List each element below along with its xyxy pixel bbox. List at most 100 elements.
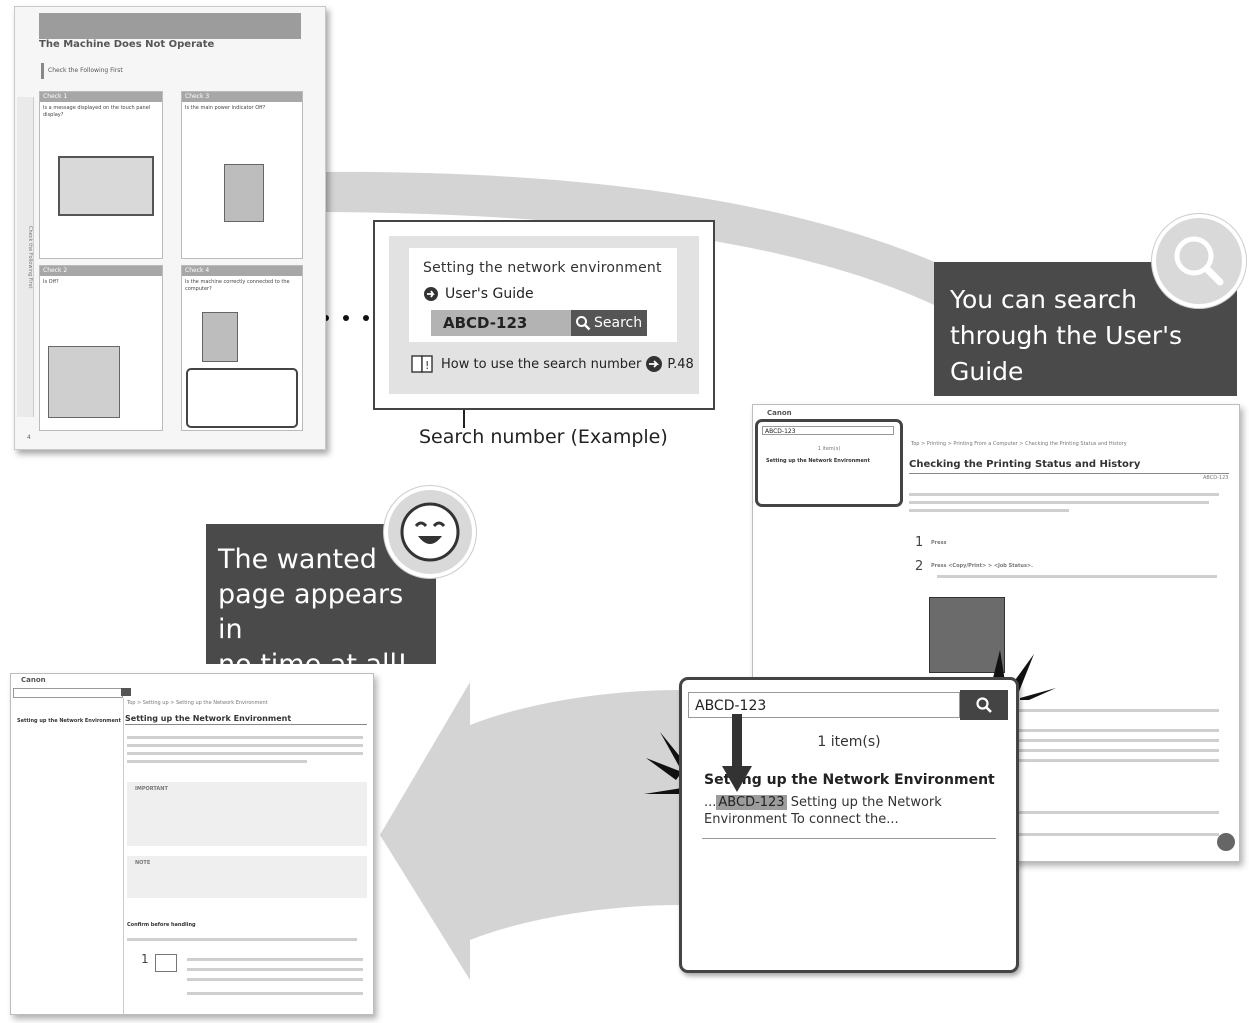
text-line: [127, 938, 357, 941]
guide-label: User's Guide: [445, 286, 534, 302]
search-panel-zoom: ABCD-123 1 item(s) Setting up the Networ…: [679, 677, 1019, 973]
important-box: IMPORTANT: [127, 782, 367, 846]
breadcrumb: Top > Printing > Printing From a Compute…: [911, 441, 1127, 447]
smiley-badge: [384, 486, 476, 578]
sidebar: Setting up the Network Environment: [11, 698, 124, 1014]
refer-arrow-icon: [646, 356, 663, 372]
search-input[interactable]: [13, 688, 123, 698]
smiley-face-icon: [400, 502, 460, 562]
text-line: [909, 509, 1069, 512]
manual-side-tab: Check the Following First: [17, 97, 34, 417]
text-line: [187, 978, 363, 981]
computer-illustration: [155, 954, 177, 972]
step-number: 1: [915, 535, 924, 550]
search-number-field[interactable]: ABCD-123 Search: [431, 310, 647, 336]
check-card-2: Check 2 Is Off?: [39, 265, 163, 431]
printer-illustration: [224, 164, 264, 222]
search-input[interactable]: ABCD-123: [688, 692, 960, 718]
search-result-highlight: ABCD-123 1 item(s) Setting up the Networ…: [755, 419, 903, 507]
search-input[interactable]: ABCD-123: [762, 426, 894, 435]
brand-logo: Canon: [21, 676, 46, 684]
text-line: [1019, 759, 1219, 762]
step-number: 2: [915, 559, 924, 574]
callout-background: Setting the network environment User's G…: [389, 236, 699, 394]
check-question: Is a message displayed on the touch pane…: [43, 105, 151, 118]
page-code: ABCD-123: [1203, 475, 1229, 481]
flow-arc-top: [326, 171, 1010, 318]
howto-text: How to use the search number: [441, 356, 642, 372]
step-number: 1: [141, 952, 149, 966]
svg-text:!: !: [425, 359, 429, 372]
subsection-title: Confirm before handling: [127, 922, 196, 928]
screen-thumbnail: [929, 597, 1005, 673]
text-line: [1019, 739, 1219, 742]
search-button[interactable]: Search: [571, 310, 647, 336]
search-button[interactable]: [121, 688, 131, 696]
text-line: [127, 752, 363, 755]
snippet-text: Setting up the Network: [790, 795, 942, 810]
magnifier-badge: [1152, 214, 1246, 308]
result-snippet: ...ABCD-123 Setting up the Network Envir…: [704, 794, 994, 828]
search-button-label: Search: [594, 315, 643, 331]
user-guide-screen-left: Canon Setting up the Network Environment…: [10, 673, 374, 1015]
message-line: page appears in: [218, 579, 404, 645]
title-rule: [125, 724, 367, 725]
snippet-text: Environment: [704, 812, 788, 827]
result-title[interactable]: Setting up the Network Environment: [704, 772, 995, 788]
text-line: [187, 958, 363, 961]
text-line: [1019, 749, 1219, 752]
message-line: through the User's Guide: [950, 321, 1183, 386]
refer-arrow-icon: [424, 287, 438, 301]
scroll-top-button[interactable]: [1217, 833, 1235, 851]
text-line: [127, 736, 363, 739]
check-question: Is the main power indicator Off?: [185, 105, 266, 111]
text-line: [187, 968, 363, 971]
check-label: Check 4: [182, 266, 302, 276]
text-line: [187, 992, 363, 995]
search-number-caption: Search number (Example): [419, 426, 668, 448]
text-line: [937, 575, 1217, 578]
snippet-prefix: ...: [704, 795, 717, 810]
check-question: Is the machine correctly connected to th…: [185, 279, 290, 292]
check-card-4: Check 4 Is the machine correctly connect…: [181, 265, 303, 431]
title-rule: [909, 473, 1229, 474]
results-count: 1 item(s): [817, 446, 841, 452]
text-line: [127, 760, 307, 763]
manual-page: The Machine Does Not Operate Check the F…: [14, 6, 326, 450]
results-count: 1 item(s): [817, 734, 881, 750]
magnifier-icon: [1174, 236, 1224, 286]
text-line: [909, 493, 1219, 496]
result-title[interactable]: Setting up the Network Environment: [766, 458, 870, 464]
text-line: [1019, 709, 1219, 712]
sidebar-result[interactable]: Setting up the Network Environment: [17, 718, 121, 724]
search-number-value: ABCD-123: [443, 314, 528, 332]
text-line: [1019, 729, 1219, 732]
printer-illustration: [202, 312, 238, 362]
howto-line: ! How to use the search number P.48: [411, 354, 694, 374]
check-label: Check 3: [182, 92, 302, 102]
note-label: NOTE: [135, 860, 151, 866]
result-divider: [702, 838, 996, 839]
book-icon: !: [411, 355, 433, 373]
step-text: Press: [931, 540, 947, 546]
check-label: Check 2: [40, 266, 162, 276]
check-label: Check 1: [40, 92, 162, 102]
manual-header-bar: [39, 13, 301, 39]
message-line: You can search: [950, 285, 1137, 314]
topic-label: Setting the network environment: [423, 260, 662, 276]
search-number-callout: Setting the network environment User's G…: [373, 220, 715, 410]
search-icon: [976, 697, 992, 713]
page-title: Checking the Printing Status and History: [909, 459, 1141, 470]
check-card-3: Check 3 Is the main power indicator Off?: [181, 91, 303, 259]
control-panel-illustration: [48, 346, 120, 418]
flow-arrow-left: [380, 682, 680, 980]
search-button[interactable]: [960, 690, 1008, 720]
text-line: [909, 501, 1209, 504]
message-line: The wanted: [218, 544, 377, 575]
snippet-text: To connect the...: [791, 812, 899, 827]
callout-card: Setting the network environment User's G…: [409, 248, 677, 342]
guide-reference: User's Guide: [423, 286, 534, 302]
text-line: [127, 744, 363, 747]
snippet-code: ABCD-123: [716, 795, 787, 810]
text-line: [1019, 833, 1219, 836]
